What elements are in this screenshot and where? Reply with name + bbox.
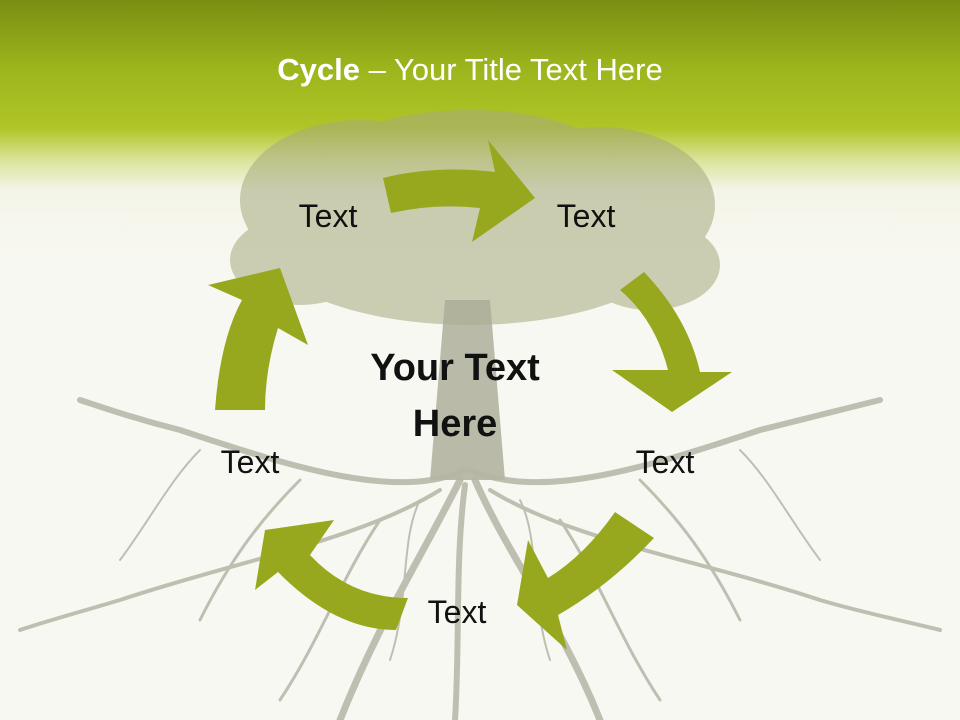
arrow-bottom-right <box>517 512 654 650</box>
cycle-arrows <box>208 140 732 650</box>
cycle-node-label: Text <box>635 444 695 480</box>
title-bold: Cycle <box>277 52 360 87</box>
cycle-node-label: Text <box>220 444 280 480</box>
tree-roots <box>18 397 942 720</box>
arrow-bottom-left <box>255 520 408 630</box>
arrow-left <box>208 268 308 410</box>
tree-trunk <box>430 300 505 480</box>
title-rest: – Your Title Text Here <box>360 52 663 87</box>
arrow-top <box>383 140 535 242</box>
slide-title: Cycle – Your Title Text Here <box>0 52 940 88</box>
arrow-right <box>612 272 732 412</box>
cycle-node-label: Text <box>427 594 487 630</box>
cycle-node-label: Text <box>298 198 358 234</box>
cycle-node-label: Text <box>556 198 616 234</box>
center-text: Your Text Here <box>370 347 540 445</box>
